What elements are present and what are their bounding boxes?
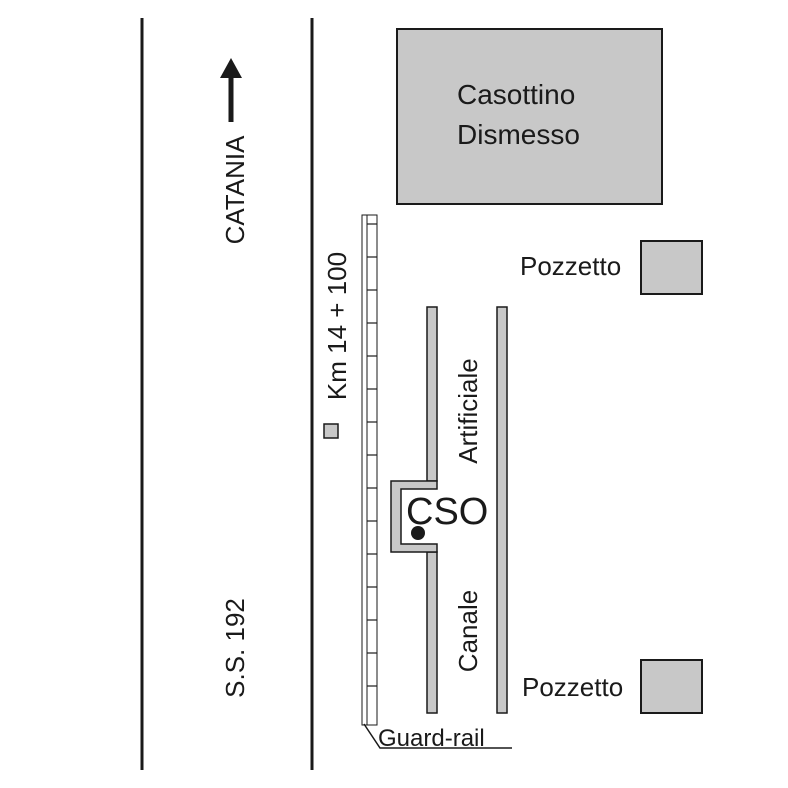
cso-outlet [390, 480, 438, 553]
channel-label-bottom: Canale [453, 590, 483, 672]
road-name: S.S. 192 [220, 598, 250, 698]
channel-wall-right [496, 306, 508, 714]
guardrail-leader [363, 723, 512, 749]
km-marker-icon [323, 423, 339, 439]
channel-wall-left-lower [426, 551, 438, 714]
channel-label-top: Artificiale [453, 358, 483, 463]
direction-label: CATANIA [220, 135, 250, 244]
pozzetto-top [640, 240, 703, 295]
pozzetto-top-label: Pozzetto [520, 251, 621, 281]
building-label-line1: Casottino [457, 79, 575, 110]
direction-arrow-icon [220, 58, 242, 122]
building-label-line2: Dismesso [457, 119, 580, 150]
pozzetto-bottom-label: Pozzetto [522, 672, 623, 702]
building [396, 28, 663, 205]
guardrail [361, 214, 378, 726]
pozzetto-bottom [640, 659, 703, 714]
cso-point-icon [411, 526, 425, 540]
cso-label: CSO [406, 491, 488, 533]
km-marker-label: Km 14 + 100 [322, 252, 352, 400]
channel-wall-left-upper [426, 306, 438, 482]
guardrail-label: Guard-rail [378, 725, 485, 752]
